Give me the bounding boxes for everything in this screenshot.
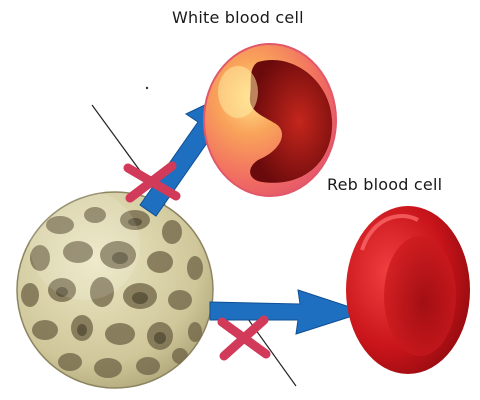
dot-mark — [146, 87, 148, 89]
white-blood-cell-icon — [204, 44, 336, 196]
x-mark-icon-lower — [222, 320, 266, 356]
bone-marrow-sphere-icon — [17, 190, 213, 388]
red-blood-cell-icon — [346, 206, 470, 374]
red-blood-cell-label: Reb blood cell — [327, 175, 442, 194]
white-blood-cell-label: White blood cell — [172, 8, 304, 27]
